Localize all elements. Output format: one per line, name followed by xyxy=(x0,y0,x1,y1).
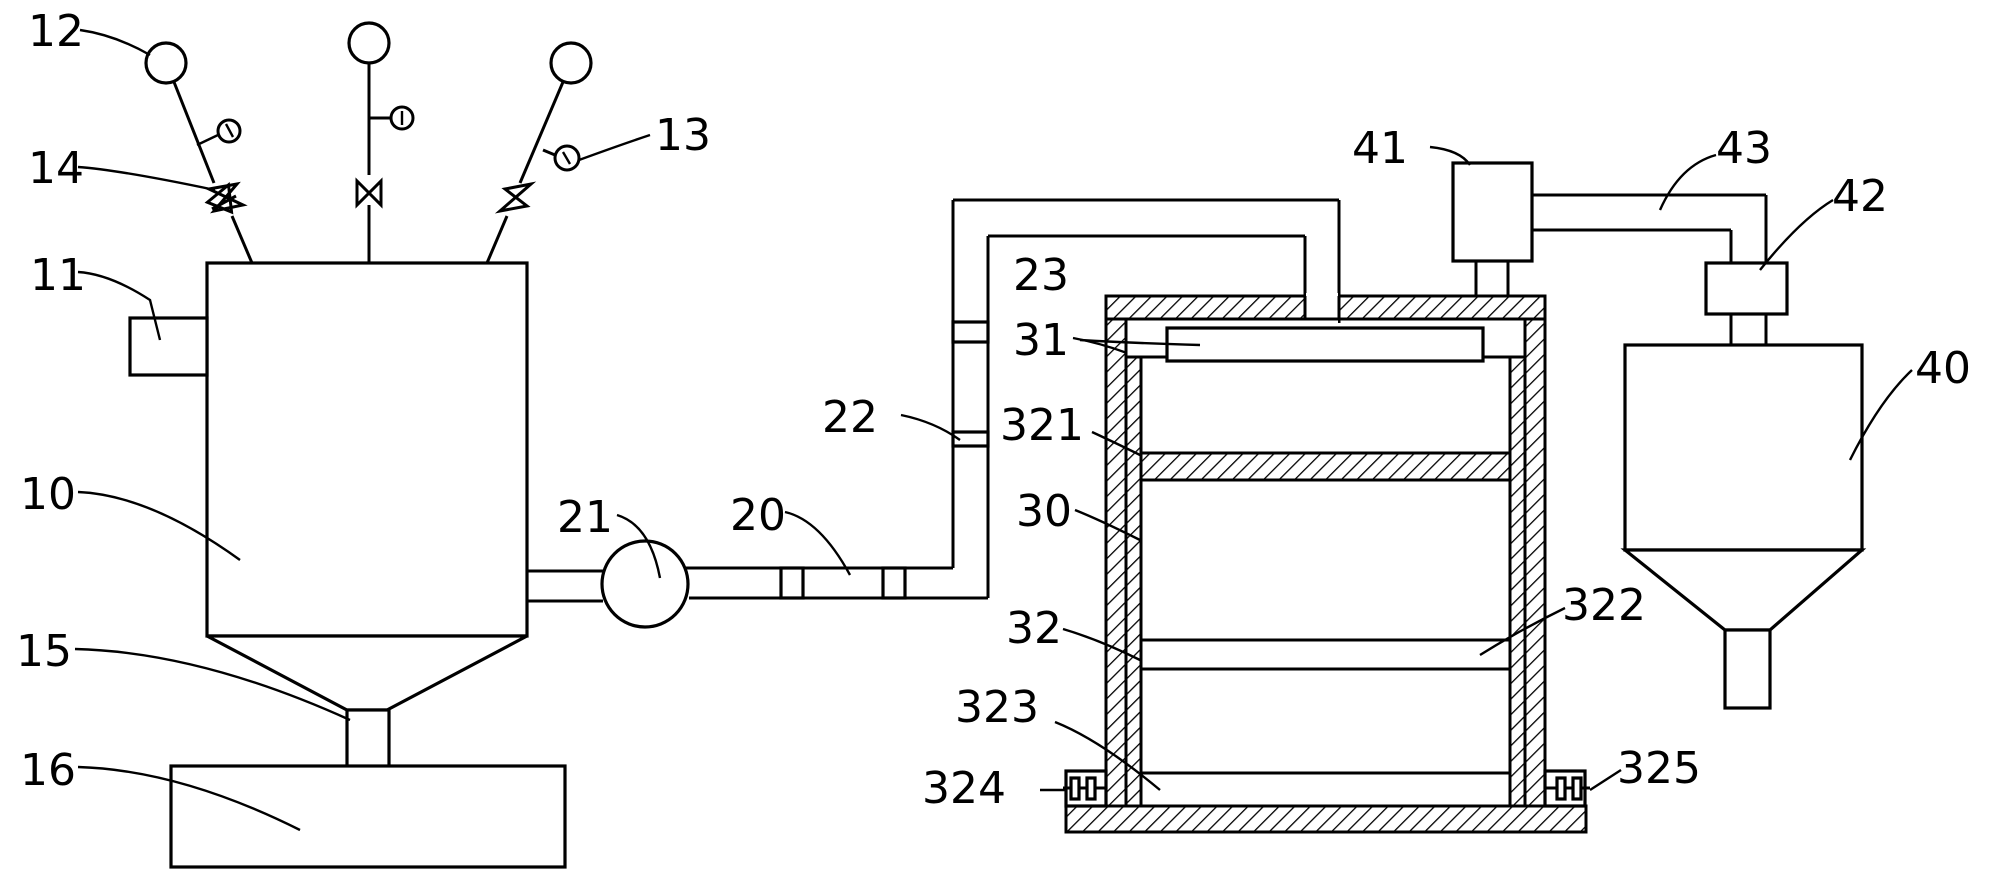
label-322: 322 xyxy=(1562,580,1646,631)
wall-right xyxy=(1523,317,1547,808)
label-10: 10 xyxy=(20,469,76,520)
label-31: 31 xyxy=(1013,315,1069,366)
liner-right xyxy=(1508,355,1527,808)
distributor-23 xyxy=(1165,326,1485,363)
filter-vessel xyxy=(1063,293,1590,834)
label-321: 321 xyxy=(1000,400,1084,451)
label-43: 43 xyxy=(1716,123,1772,174)
gauge-13 xyxy=(553,144,581,172)
label-15: 15 xyxy=(16,626,72,677)
valve-right-bowtie xyxy=(494,181,537,214)
tank-cone xyxy=(206,634,528,712)
base-plate xyxy=(1064,804,1588,834)
flange-20a xyxy=(779,566,805,600)
gas-lines xyxy=(144,21,593,264)
label-323: 323 xyxy=(955,682,1039,733)
valve-middle xyxy=(355,177,383,209)
pump-21 xyxy=(600,539,690,629)
filter-plate-321 xyxy=(1139,451,1512,482)
collector-unit xyxy=(1451,161,1867,710)
label-11: 11 xyxy=(30,250,86,301)
inlet-11 xyxy=(128,316,209,377)
gas-source-middle-circle xyxy=(347,21,391,65)
label-23: 23 xyxy=(1013,250,1069,301)
gauge-middle xyxy=(389,105,415,131)
liner-left xyxy=(1124,355,1143,808)
label-41: 41 xyxy=(1352,123,1408,174)
label-20: 20 xyxy=(730,490,786,541)
reaction-tank xyxy=(128,261,567,869)
flange-20b xyxy=(881,566,907,600)
flange-22a xyxy=(951,320,990,344)
label-30: 30 xyxy=(1016,486,1072,537)
label-21: 21 xyxy=(557,492,613,543)
label-32: 32 xyxy=(1006,603,1062,654)
label-13: 13 xyxy=(655,110,711,161)
collector-cone xyxy=(1620,548,1867,632)
label-16: 16 xyxy=(20,745,76,796)
label-324: 324 xyxy=(922,763,1006,814)
receiver-16 xyxy=(169,764,567,869)
valve-42 xyxy=(1704,261,1789,316)
flange-22b xyxy=(951,430,990,448)
reference-labels: 12 14 11 10 15 16 13 21 20 22 23 31 321 … xyxy=(16,6,1971,814)
gas-source-12-circle xyxy=(144,41,188,85)
collector-40 xyxy=(1623,343,1864,552)
label-325: 325 xyxy=(1617,743,1701,794)
leader-lines xyxy=(74,28,1913,832)
valve-14-bowtie xyxy=(204,181,248,214)
collector-outlet xyxy=(1723,628,1772,710)
label-40: 40 xyxy=(1915,343,1971,394)
gauge-left xyxy=(216,118,242,144)
tank-body xyxy=(205,261,529,638)
label-12: 12 xyxy=(28,6,84,57)
label-14: 14 xyxy=(28,143,84,194)
wall-left xyxy=(1104,317,1128,808)
fan-41 xyxy=(1451,161,1534,263)
pipeline xyxy=(527,198,1341,629)
label-42: 42 xyxy=(1832,171,1888,222)
gas-source-right-circle xyxy=(549,41,593,85)
label-22: 22 xyxy=(822,392,878,443)
